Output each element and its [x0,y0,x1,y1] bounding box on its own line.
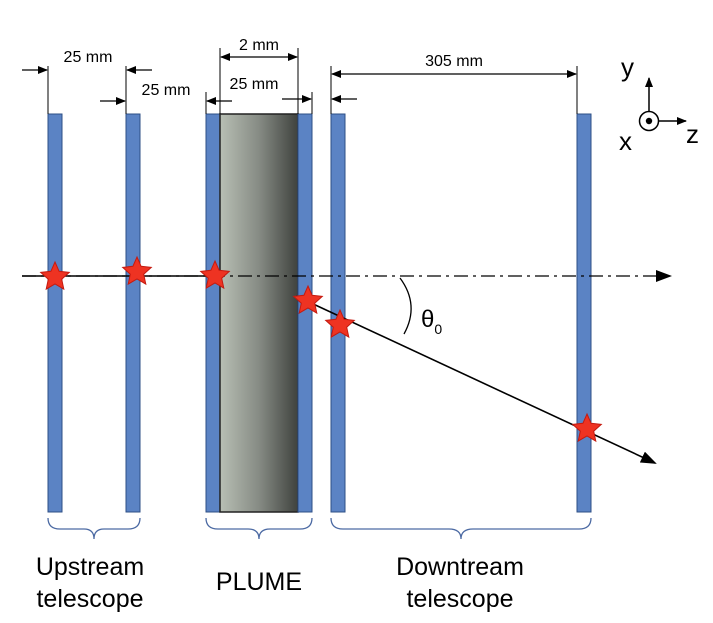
dim-label-plume-thickness: 2 mm [239,37,279,54]
axis-label-z: z [686,119,699,149]
axis-label-y: y [621,52,634,82]
extension-lines [47,48,578,114]
coordinate-system [638,77,687,132]
hit-star [199,259,231,290]
axis-label-x: x [619,126,632,156]
hit-star [121,255,153,286]
brace-downstream [330,517,592,540]
brace-upstream [47,517,141,540]
scattered-track [295,295,657,464]
group-label-plume: PLUME [216,568,302,596]
scattering-angle-arc [399,277,412,335]
dim-label-upstream-1: 25 mm [64,49,113,66]
group-label-downstream: Downtream [396,553,524,581]
hit-stars [39,255,603,443]
dim-label-downstream: 305 mm [425,53,483,70]
hit-star [571,412,603,443]
angle-label: θ0 [421,306,442,337]
group-label-downstream-2: telescope [406,585,513,613]
hit-star [324,308,356,339]
hit-star [292,284,324,315]
brace-plume [205,517,313,540]
plume-plane-front [205,113,221,513]
dimension-arrows [22,53,577,105]
group-label-upstream: Upstream [36,553,144,581]
plume-absorber [219,113,299,513]
upstream-plane-1 [47,113,63,513]
group-braces [47,517,592,540]
dim-label-upstream-2: 25 mm [142,82,191,99]
hit-star [39,260,71,291]
downstream-plane-2 [576,113,592,513]
plume-plane-back [297,113,313,513]
upstream-plane-2 [125,113,141,513]
dim-label-plume-gap: 25 mm [230,76,279,93]
group-label-upstream-2: telescope [36,585,143,613]
